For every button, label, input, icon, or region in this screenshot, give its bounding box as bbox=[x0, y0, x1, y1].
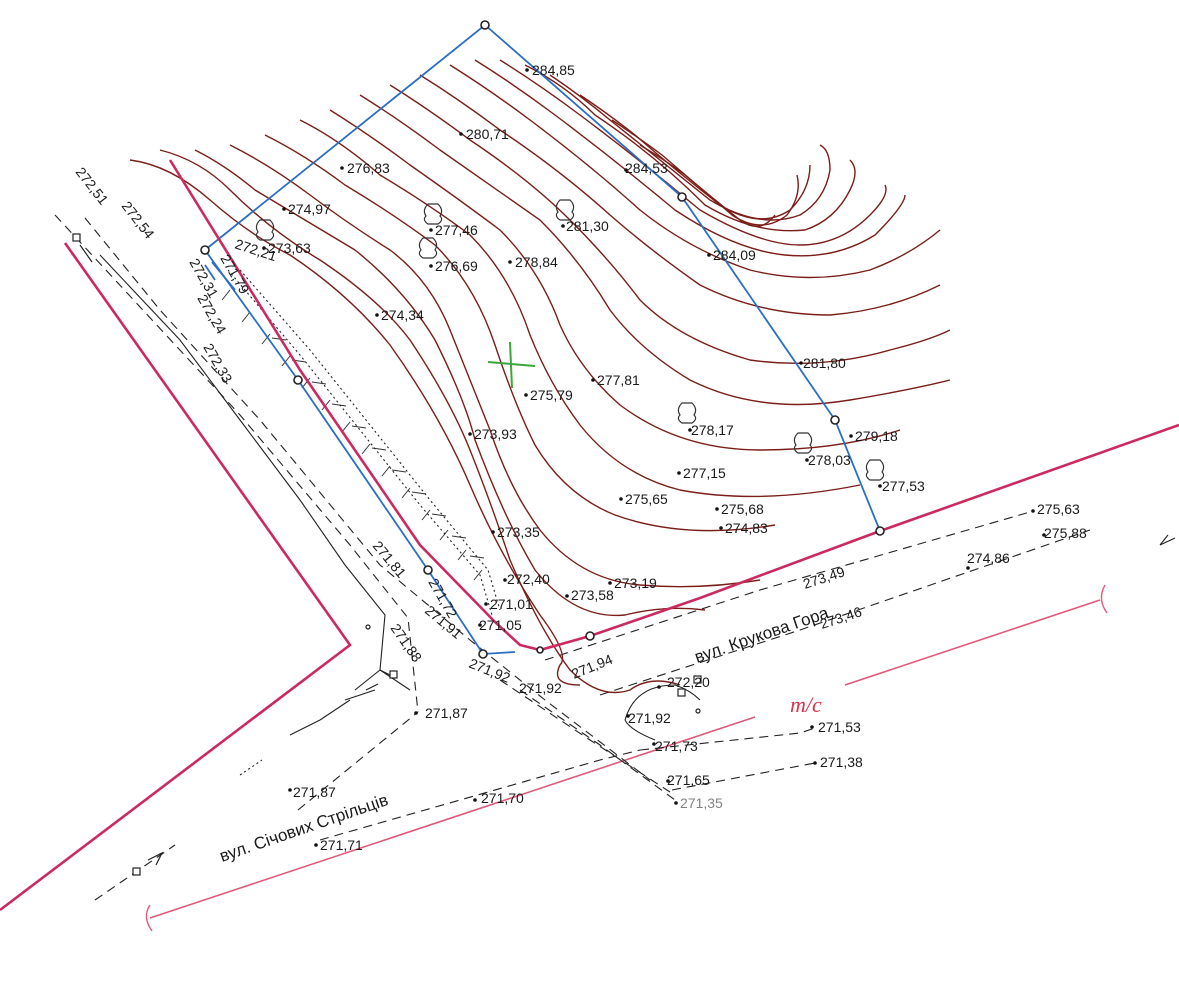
elevation-label: 271,38 bbox=[820, 754, 863, 770]
handwritten-axis: т/с bbox=[145, 584, 1108, 932]
elevation-label: 271,71 bbox=[320, 837, 363, 853]
elevation-label: 272,20 bbox=[667, 674, 710, 690]
elevation-label: 271,01 bbox=[490, 596, 533, 612]
elevation-label: 271,65 bbox=[667, 772, 710, 788]
elevation-label: 274,86 bbox=[967, 550, 1010, 566]
elevation-label: 281,80 bbox=[803, 355, 846, 371]
red-line-vertex bbox=[536, 646, 544, 654]
elevation-label: 271,92 bbox=[467, 655, 513, 686]
tree-icon bbox=[793, 432, 813, 454]
elevation-label: 280,71 bbox=[466, 126, 509, 142]
elevation-label: 274,83 bbox=[725, 520, 768, 536]
elevation-label: 275,63 bbox=[1037, 501, 1080, 517]
elevation-label: 278,17 bbox=[691, 422, 734, 438]
elevation-label: 275,68 bbox=[721, 501, 764, 517]
elevation-label: 272,54 bbox=[119, 198, 158, 242]
elevation-labels: 284,85 280,71 276,83 284,53 274,97 277,4… bbox=[268, 62, 1087, 853]
fence-line bbox=[99, 254, 411, 736]
slope-hatching bbox=[221, 269, 501, 616]
elevation-label: 271,94 bbox=[569, 651, 615, 682]
elevation-label: 272,40 bbox=[507, 571, 550, 587]
elevation-label: 277,46 bbox=[435, 222, 478, 238]
elevation-label: 284,85 bbox=[532, 62, 575, 78]
contour-lines bbox=[129, 59, 951, 694]
elevation-label: 273,63 bbox=[268, 240, 311, 256]
elevation-label: 273,35 bbox=[497, 524, 540, 540]
elevation-label: 271,87 bbox=[425, 705, 468, 721]
tree-icon bbox=[677, 402, 697, 424]
boundary-vertex bbox=[677, 192, 687, 202]
street-name-sichovykh: вул. Січових Стрільців bbox=[217, 790, 390, 866]
elevation-label: 284,09 bbox=[713, 247, 756, 263]
tree-icons bbox=[255, 199, 885, 481]
elevation-label: 271,81 bbox=[370, 538, 410, 581]
survey-marker-icon bbox=[487, 341, 536, 389]
tree-icon bbox=[865, 459, 885, 481]
elevation-label: 271,53 bbox=[818, 719, 861, 735]
elevation-label: 271,92 bbox=[628, 710, 671, 726]
red-line-vertex bbox=[875, 526, 885, 536]
elevation-label: 273,93 bbox=[474, 426, 517, 442]
elevation-label: 271,05 bbox=[479, 617, 522, 633]
tree-icon bbox=[255, 219, 275, 241]
utility-markers bbox=[72, 233, 702, 876]
elevation-label: 273,19 bbox=[614, 575, 657, 591]
street-name-krukova: вул. Крукова Гора bbox=[692, 603, 831, 667]
elevation-label: 276,83 bbox=[347, 160, 390, 176]
elevation-label: 275,79 bbox=[530, 387, 573, 403]
red-lines bbox=[0, 159, 1179, 912]
elevation-label: 275,88 bbox=[1044, 525, 1087, 541]
elevation-label: 271,35 bbox=[680, 795, 723, 811]
elevation-label: 271,73 bbox=[655, 738, 698, 754]
site-boundary bbox=[200, 20, 881, 659]
elevation-label: 278,03 bbox=[808, 452, 851, 468]
elevation-label: 271,92 bbox=[519, 680, 562, 696]
elevation-label: 274,34 bbox=[381, 307, 424, 323]
elevation-label: 272,33 bbox=[200, 341, 235, 386]
boundary-vertex bbox=[293, 375, 303, 385]
boundary-vertex bbox=[480, 20, 490, 30]
elevation-labels-rotated: 272,21 272,51 272,54 272,31 271,79 272,2… bbox=[73, 164, 864, 696]
tree-icon bbox=[555, 199, 575, 221]
elevation-label: 271,87 bbox=[293, 784, 336, 800]
elevation-label: 277,15 bbox=[683, 465, 726, 481]
boundary-vertex bbox=[830, 415, 840, 425]
elevation-label: 273,58 bbox=[571, 587, 614, 603]
elevation-label: 277,53 bbox=[882, 478, 925, 494]
elevation-label: 272,24 bbox=[194, 292, 229, 337]
elevation-label: 284,53 bbox=[625, 160, 668, 176]
elevation-label: 277,81 bbox=[597, 372, 640, 388]
elevation-label: 279,18 bbox=[855, 428, 898, 444]
elevation-label: 276,69 bbox=[435, 258, 478, 274]
elevation-label: 275,65 bbox=[625, 491, 668, 507]
elevation-label: 271,88 bbox=[388, 621, 426, 665]
elevation-label: 281,30 bbox=[566, 218, 609, 234]
tree-icon bbox=[418, 237, 438, 259]
boundary-vertex bbox=[423, 565, 433, 575]
boundary-vertex bbox=[478, 649, 488, 659]
elevation-label: 271,70 bbox=[481, 790, 524, 806]
elevation-label: 273,49 bbox=[801, 563, 847, 592]
elevation-label: 274,97 bbox=[288, 201, 331, 217]
boundary-vertex bbox=[200, 245, 210, 255]
handwritten-label: т/с bbox=[790, 692, 822, 717]
elevation-label: 278,84 bbox=[515, 254, 558, 270]
tree-icon bbox=[423, 203, 443, 225]
elevation-points bbox=[262, 68, 1046, 847]
red-line-vertex bbox=[585, 631, 595, 641]
elevation-label: 272,51 bbox=[73, 164, 112, 208]
